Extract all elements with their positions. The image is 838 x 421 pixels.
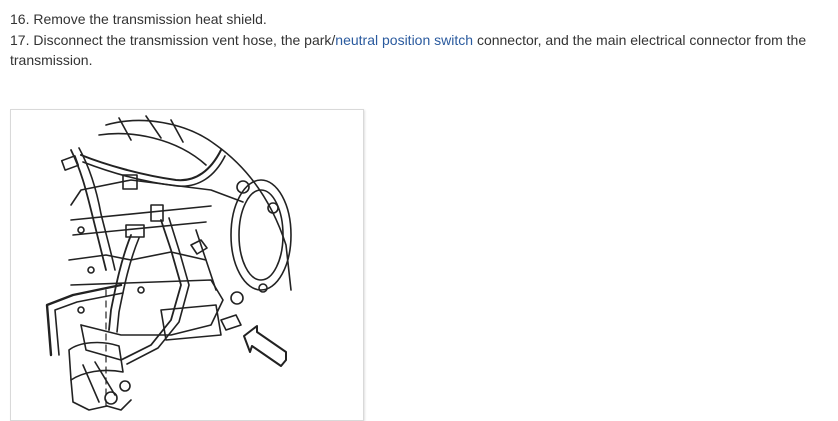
- step-17-text-after: connector, and the main electrical conne…: [10, 31, 807, 69]
- step-17-text-before: Disconnect the transmission vent hose, t…: [33, 31, 336, 48]
- step-16-number: 16.: [10, 11, 30, 27]
- transmission-connector-diagram-icon: [45, 115, 292, 411]
- transmission-figure: [10, 109, 364, 421]
- procedure-steps: 16. Remove the transmission heat shield.…: [10, 9, 832, 71]
- step-17-number: 17.: [10, 31, 30, 48]
- step-17: 17. Disconnect the transmission vent hos…: [10, 30, 832, 71]
- step-16: 16. Remove the transmission heat shield.: [10, 9, 832, 30]
- step-16-text: Remove the transmission heat shield.: [33, 11, 267, 27]
- neutral-position-switch-link[interactable]: neutral position switch: [335, 31, 474, 48]
